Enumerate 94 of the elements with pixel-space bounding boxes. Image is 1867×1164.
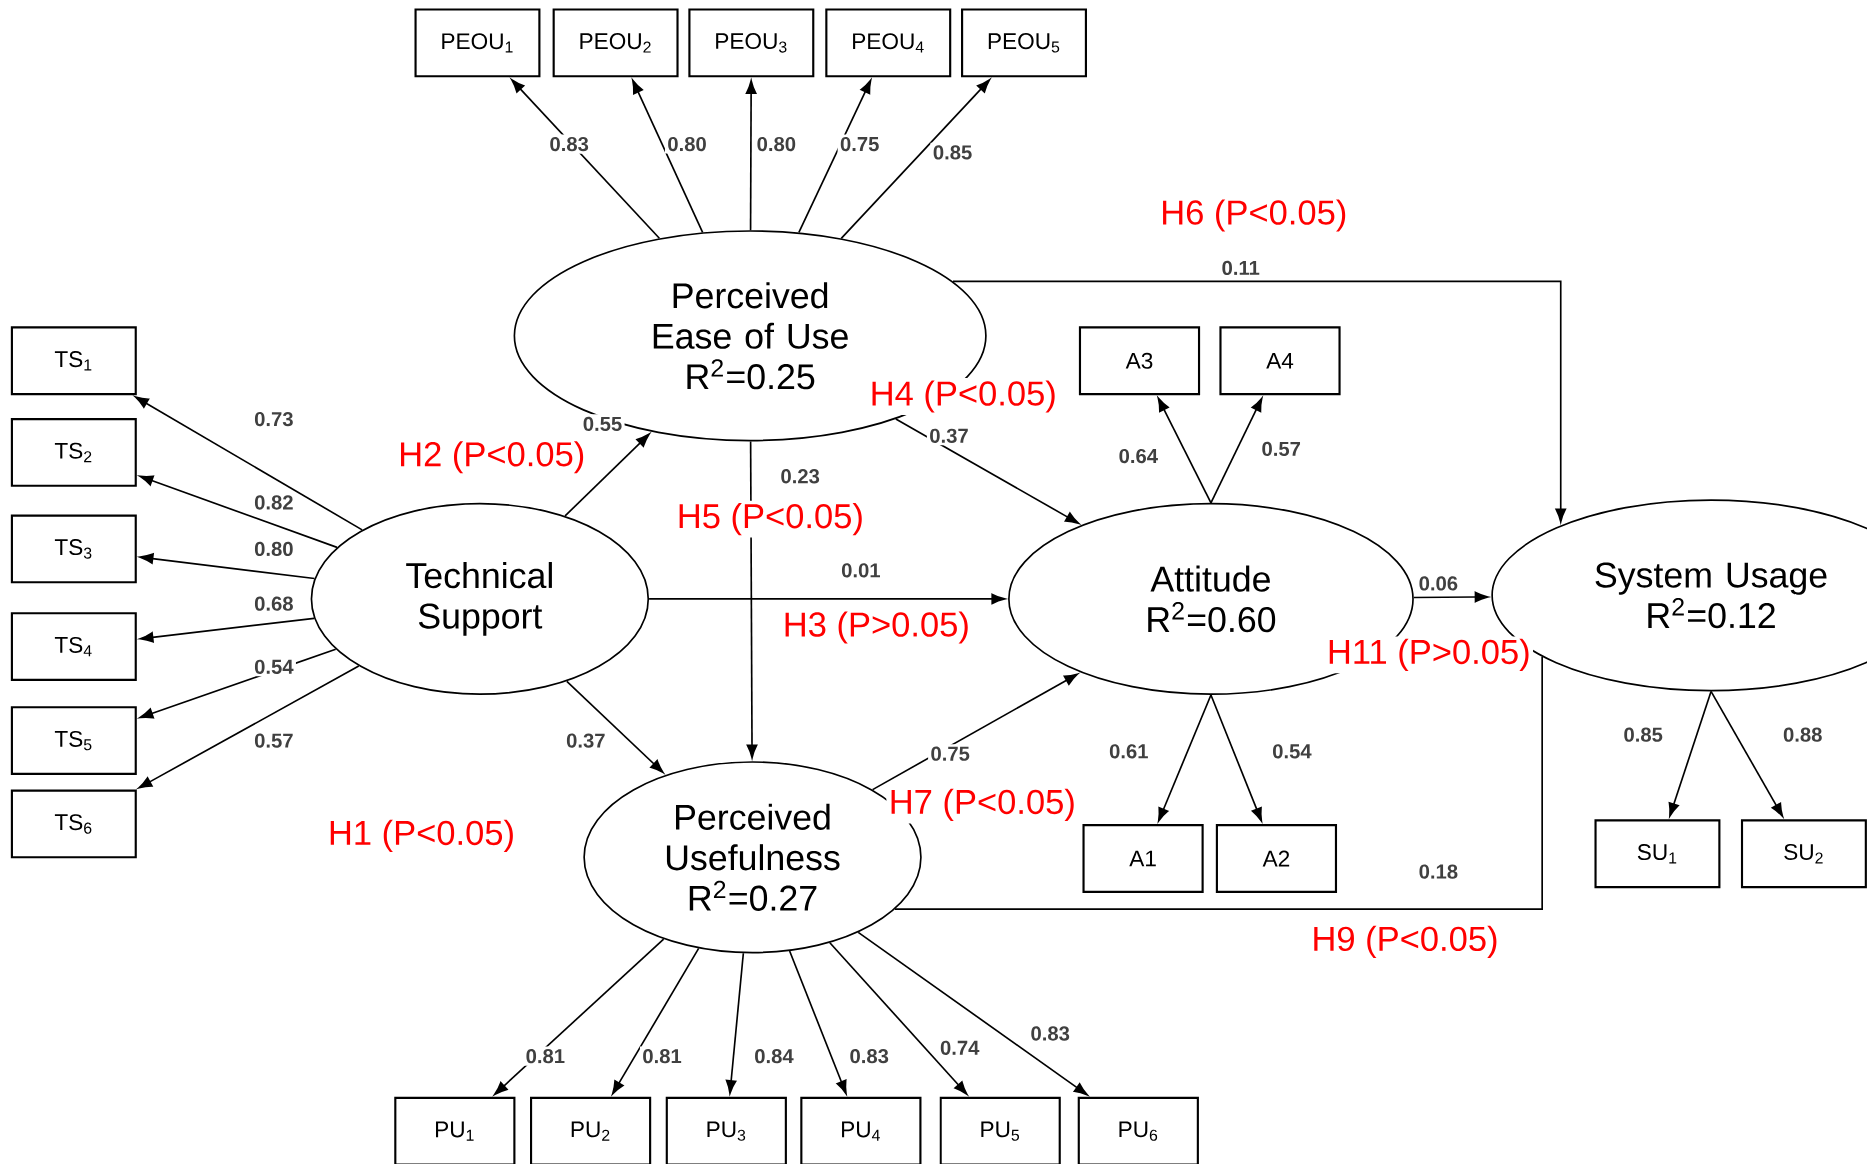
hypothesis-label: H9 (P<0.05)	[1309, 923, 1501, 961]
arrow	[1710, 690, 1784, 817]
indicator-box: PEOU$_{2}$	[552, 8, 679, 78]
path-coefficient: 0.57	[1259, 439, 1304, 459]
arrow	[1210, 397, 1263, 504]
path-coefficient: 0.01	[838, 560, 883, 580]
path-coefficient: 0.75	[928, 743, 973, 763]
connector-line	[894, 655, 1543, 910]
indicator-box: A1	[1082, 823, 1204, 893]
indicator-box: SU$_{1}$	[1594, 819, 1721, 888]
arrow	[138, 664, 360, 789]
indicator-box: TS$_{3}$	[10, 514, 137, 584]
path-coefficient: 0.74	[937, 1038, 982, 1058]
arrow	[857, 931, 1088, 1096]
path-coefficient: 0.75	[837, 134, 882, 154]
indicator-box: SU$_{2}$	[1740, 819, 1867, 888]
arrow	[829, 941, 968, 1095]
arrow	[1413, 591, 1489, 603]
arrow	[648, 593, 1006, 605]
arrow	[611, 947, 700, 1095]
indicator-box: PEOU$_{5}$	[961, 8, 1087, 78]
path-coefficient: 0.85	[1621, 724, 1666, 744]
arrow	[952, 280, 1567, 523]
path-coefficient: 0.64	[1116, 446, 1161, 466]
indicator-box: TS$_{1}$	[10, 326, 137, 395]
indicator-box: A2	[1215, 823, 1338, 893]
path-coefficient: 0.55	[580, 414, 625, 434]
path-coefficient: 0.61	[1106, 741, 1151, 761]
path-coefficient: 0.80	[664, 134, 710, 154]
arrow	[1668, 690, 1712, 817]
path-coefficient: 0.68	[251, 593, 296, 613]
arrow	[798, 79, 872, 234]
path-coefficient: 0.11	[1219, 258, 1263, 278]
path-coefficient: 0.81	[523, 1046, 568, 1066]
arrow	[840, 78, 991, 239]
indicator-box: PU$_{2}$	[529, 1096, 652, 1164]
indicator-box: PU$_{6}$	[1077, 1096, 1199, 1164]
arrow	[134, 395, 363, 531]
arrow	[871, 673, 1079, 791]
arrow	[745, 79, 757, 231]
hypothesis-label: H11 (P>0.05)	[1324, 636, 1534, 674]
path-coefficient: 0.06	[1416, 573, 1461, 593]
hypothesis-label: H3 (P>0.05)	[780, 608, 973, 646]
path-coefficient: 0.57	[251, 730, 296, 750]
hypothesis-label: H6 (P<0.05)	[1157, 196, 1350, 234]
arrow	[788, 949, 847, 1094]
path-coefficient: 0.85	[930, 142, 975, 162]
indicator-box: TS$_{6}$	[10, 789, 137, 859]
path-coefficient: 0.84	[751, 1046, 797, 1066]
arrow	[564, 433, 650, 517]
path-coefficient: 0.37	[926, 426, 972, 446]
indicator-box: PEOU$_{1}$	[414, 8, 541, 78]
path-coefficient: 0.23	[778, 466, 823, 486]
arrow	[895, 417, 1080, 524]
path-coefficient: 0.83	[547, 134, 592, 154]
arrow	[1157, 693, 1212, 822]
indicator-box: PU$_{5}$	[939, 1096, 1061, 1164]
hypothesis-label: H1 (P<0.05)	[325, 817, 518, 855]
arrow	[139, 475, 338, 548]
arrow	[725, 952, 745, 1094]
path-coefficient: 0.80	[251, 539, 296, 559]
indicator-box: PEOU$_{4}$	[825, 8, 952, 78]
indicator-box: PU$_{4}$	[800, 1096, 922, 1164]
path-coefficient: 0.82	[251, 492, 296, 512]
indicator-box: TS$_{4}$	[10, 611, 137, 681]
hypothesis-label: H5 (P<0.05)	[674, 500, 867, 538]
hypothesis-label: H7 (P<0.05)	[886, 786, 1079, 824]
indicator-box: A3	[1078, 326, 1201, 395]
path-coefficient: 0.80	[754, 134, 799, 154]
indicator-box: A4	[1219, 326, 1341, 395]
hypothesis-label: H4 (P<0.05)	[867, 377, 1060, 415]
arrow	[632, 79, 704, 233]
path-coefficient: 0.83	[847, 1046, 892, 1066]
arrow	[746, 440, 758, 759]
path-coefficient: 0.18	[1416, 861, 1461, 881]
path-coefficient: 0.81	[639, 1046, 685, 1066]
arrow	[566, 680, 664, 773]
indicator-box: TS$_{5}$	[10, 705, 137, 775]
arrow	[139, 553, 316, 580]
arrow	[139, 617, 315, 643]
arrow	[511, 78, 661, 239]
indicator-box: PU$_{1}$	[394, 1096, 516, 1164]
arrow	[1157, 397, 1212, 504]
indicator-box: PEOU$_{3}$	[688, 8, 815, 78]
arrow	[1210, 693, 1263, 822]
path-coefficient: 0.54	[1269, 741, 1314, 761]
path-coefficient: 0.88	[1780, 724, 1825, 744]
path-coefficient: 0.54	[251, 657, 296, 677]
path-coefficient: 0.83	[1028, 1023, 1073, 1043]
arrow	[494, 938, 665, 1095]
path-coefficient: 0.37	[563, 730, 608, 750]
indicator-box: PU$_{3}$	[665, 1096, 787, 1164]
path-coefficient: 0.73	[251, 409, 296, 429]
indicator-box: TS$_{2}$	[10, 417, 137, 487]
